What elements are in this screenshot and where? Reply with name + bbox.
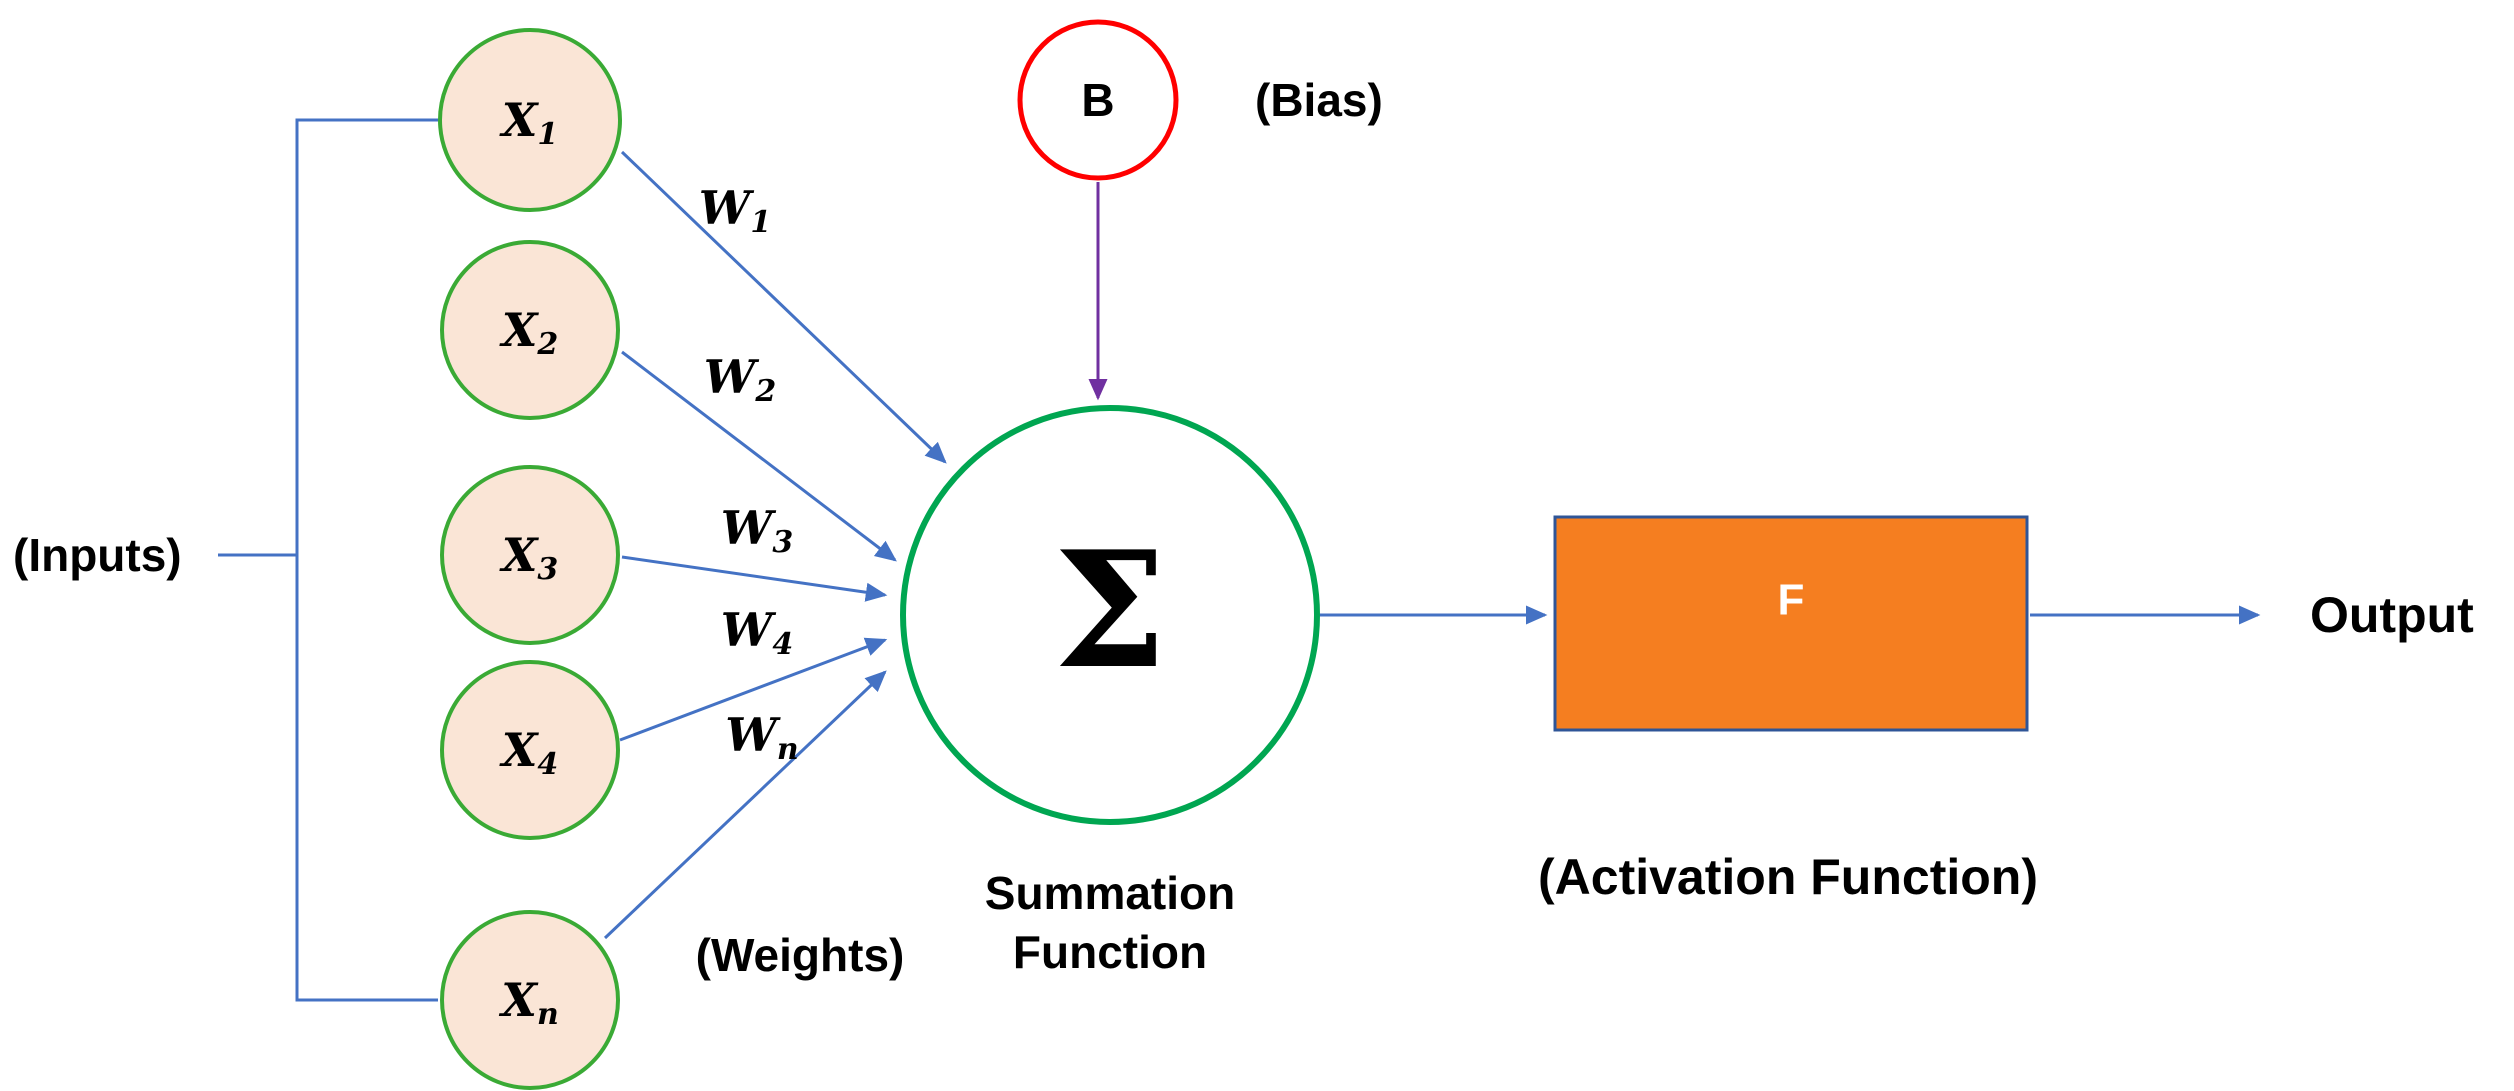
summation-circle	[900, 405, 1320, 825]
weight-arrow-1	[620, 150, 947, 464]
input-node-circle-3	[440, 465, 620, 645]
summation-caption-line2: Function	[1013, 926, 1207, 978]
output-label: Output	[2310, 587, 2474, 643]
activation-box	[1553, 515, 2029, 732]
inputs-label: (Inputs)	[13, 529, 182, 581]
weight-arrow-4	[619, 637, 888, 742]
weight-label-n: Wn	[725, 708, 798, 767]
activation-caption: (Activation Function)	[1538, 849, 2038, 905]
summation-caption-line1: Summation	[985, 867, 1235, 919]
activation-box-label: F	[1778, 576, 1805, 625]
input-node-label-4: X4	[499, 723, 559, 782]
weight-label-2: W2	[704, 350, 777, 409]
summation-symbol: Σ	[1053, 516, 1166, 704]
weight-label-3: W3	[721, 501, 794, 560]
bias-caption: (Bias)	[1255, 74, 1383, 126]
input-node-circle-2	[440, 240, 620, 420]
inputs-bracket-line	[218, 118, 438, 1002]
weight-arrow-3	[621, 555, 888, 602]
input-node-label-3: X3	[499, 528, 559, 587]
weight-label-1: W1	[699, 181, 772, 240]
input-node-label-2: X2	[499, 303, 559, 362]
weight-arrow-n	[603, 670, 887, 940]
input-node-label-n: Xn	[498, 973, 559, 1032]
weight-arrow-2	[621, 350, 897, 562]
input-node-label-1: X1	[499, 93, 559, 152]
input-node-circle-1	[438, 28, 622, 212]
input-node-circle-n	[440, 910, 620, 1090]
bias-node-label: B	[1081, 74, 1114, 126]
bias-node-circle	[1017, 19, 1179, 181]
weights-caption: (Weights)	[696, 929, 905, 981]
input-node-circle-4	[440, 660, 620, 840]
weight-label-4: W4	[721, 603, 794, 662]
